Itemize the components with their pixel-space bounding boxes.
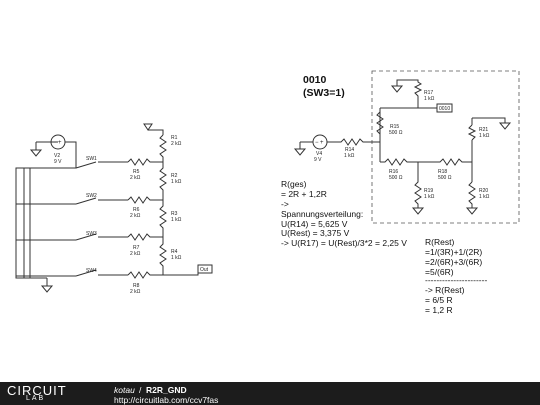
v2-label: V2 (54, 153, 60, 159)
footer-bar: CIRCUIT LAB kotau / R2R_GND http://circu… (0, 382, 540, 405)
node-0010[interactable]: 0010 (418, 103, 453, 113)
r20-label: R20 (479, 188, 488, 194)
r21-value: 1 kΩ (479, 133, 490, 139)
sw1-label: SW1 (86, 156, 97, 162)
r8-value: 2 kΩ (130, 289, 141, 295)
resistor-r8[interactable]: R8 2 kΩ (127, 271, 163, 295)
r15-value: 500 Ω (389, 130, 403, 136)
r5-label: R5 (133, 169, 140, 175)
r3-value: 1 kΩ (171, 217, 182, 223)
resistor-r18[interactable]: R18 500 Ω (418, 158, 472, 181)
heading-switch: (SW3=1) (303, 87, 345, 99)
resistor-r17[interactable]: R17 1 kΩ (396, 79, 435, 102)
resistor-r16[interactable]: R16 500 Ω (380, 158, 418, 181)
note-line: U(Rest) = 3,375 V (281, 228, 350, 238)
circuit-url[interactable]: http://circuitlab.com/ccv7fas (114, 395, 219, 405)
svg-text:−: − (315, 140, 319, 146)
note-line: U(R14) = 5,625 V (281, 219, 348, 229)
notes-left: R(ges) = 2R + 1,2R -> Spannungsverteilun… (281, 179, 407, 248)
r14-label: R14 (345, 147, 354, 153)
circuitlab-logo-sub: LAB (26, 395, 46, 402)
author-name[interactable]: kotau (114, 385, 135, 395)
v2-value: 9 V (54, 159, 62, 165)
r19-value: 1 kΩ (424, 194, 435, 200)
circuit-name[interactable]: R2R_GND (146, 385, 187, 395)
svg-text:+: + (320, 140, 324, 146)
note-line: -> (281, 199, 289, 209)
resistor-r6[interactable]: R6 2 kΩ (127, 196, 163, 219)
heading-code: 0010 (303, 74, 327, 86)
node-0010-label: 0010 (439, 106, 450, 112)
right-circuit: 0010 (SW3=1) − + V4 9 V R14 1 kΩ R15 500… (293, 70, 520, 224)
separator: / (139, 385, 142, 395)
note-line: R(Rest) (425, 237, 454, 247)
note-line: = 2R + 1,2R (281, 189, 327, 199)
r19-label: R19 (424, 188, 433, 194)
switch-sw2[interactable]: SW2 (75, 193, 128, 205)
r7-value: 2 kΩ (130, 251, 141, 257)
resistor-r14[interactable]: R14 1 kΩ (327, 138, 380, 159)
r5-value: 2 kΩ (130, 175, 141, 181)
note-line: =1/(3R)+1/(2R) (425, 247, 482, 257)
note-line: =2/(6R)+3/(6R) (425, 257, 482, 267)
note-line: -> R(Rest) (425, 285, 465, 295)
r6-label: R6 (133, 207, 140, 213)
r8-label: R8 (133, 283, 140, 289)
resistor-r5[interactable]: R5 2 kΩ (127, 158, 163, 181)
resistor-r3[interactable]: R3 1 kΩ (159, 200, 182, 237)
r16-label: R16 (389, 169, 398, 175)
sw3-label: SW3 (86, 231, 97, 237)
r16-value: 500 Ω (389, 175, 403, 181)
svg-text:−: − (53, 140, 57, 146)
r3-label: R3 (171, 211, 178, 217)
r18-label: R18 (438, 169, 447, 175)
note-line: ---------------------- (425, 275, 487, 285)
out-node[interactable]: Out (197, 264, 213, 274)
circuitlab-logo[interactable]: CIRCUIT (7, 383, 67, 398)
note-line: = 6/5 R (425, 295, 453, 305)
r4-value: 1 kΩ (171, 255, 182, 261)
resistor-r4[interactable]: R4 1 kΩ (159, 237, 182, 275)
r14-value: 1 kΩ (344, 153, 355, 159)
dashed-box (371, 70, 520, 224)
r7-label: R7 (133, 245, 140, 251)
r2-label: R2 (171, 173, 178, 179)
note-line: =5/(6R) (425, 267, 454, 277)
switch-sw4[interactable]: SW4 (75, 268, 128, 277)
resistor-r1[interactable]: R1 2 kΩ (159, 134, 182, 162)
v4-value: 9 V (314, 157, 322, 163)
r17-value: 1 kΩ (424, 96, 435, 102)
note-line: = 1,2 R (425, 305, 453, 315)
note-line: Spannungsverteilung: (281, 209, 363, 219)
r21-label: R21 (479, 127, 488, 133)
r20-value: 1 kΩ (479, 194, 490, 200)
r17-label: R17 (424, 90, 433, 96)
resistor-r2[interactable]: R2 1 kΩ (159, 162, 182, 200)
resistor-r20[interactable]: R20 1 kΩ (468, 181, 490, 208)
r1-value: 2 kΩ (171, 141, 182, 147)
sw4-label: SW4 (86, 268, 97, 274)
r1-label: R1 (171, 135, 178, 141)
r15-label: R15 (390, 124, 399, 130)
resistor-r21[interactable]: R21 1 kΩ (467, 124, 490, 141)
r2-value: 1 kΩ (171, 179, 182, 185)
switch-sw1[interactable]: SW1 (75, 156, 128, 169)
out-label: Out (200, 267, 209, 273)
resistor-r7[interactable]: R7 2 kΩ (127, 233, 163, 257)
sw2-label: SW2 (86, 193, 97, 199)
left-circuit: − + V2 9 V SW1 SW2 SW3 SW4 R5 (15, 123, 213, 295)
resistor-r19[interactable]: R19 1 kΩ (414, 162, 435, 208)
r18-value: 500 Ω (438, 175, 452, 181)
r6-value: 2 kΩ (130, 213, 141, 219)
svg-text:+: + (58, 140, 62, 146)
schematic-canvas[interactable]: − + V2 9 V SW1 SW2 SW3 SW4 R5 (0, 0, 540, 382)
r4-label: R4 (171, 249, 178, 255)
note-line: -> U(R17) = U(Rest)/3*2 = 2,25 V (281, 238, 407, 248)
v4-label: V4 (316, 151, 322, 157)
notes-right: R(Rest) =1/(3R)+1/(2R) =2/(6R)+3/(6R) =5… (425, 237, 487, 315)
switch-sw3[interactable]: SW3 (75, 231, 128, 241)
note-line: R(ges) (281, 179, 307, 189)
resistor-r15[interactable]: R15 500 Ω (376, 108, 403, 142)
